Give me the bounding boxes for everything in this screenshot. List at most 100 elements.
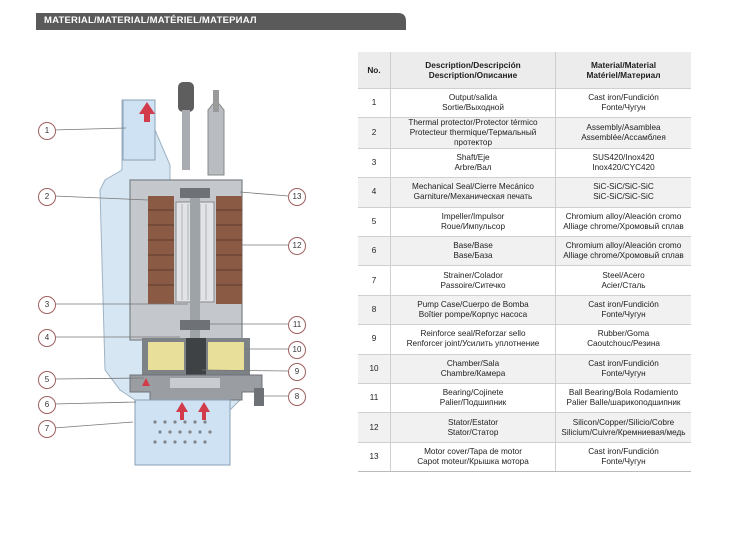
row-material-line-2: Fonte/Чугун: [601, 102, 646, 112]
header-description-line-2: Description/Описание: [428, 69, 518, 80]
row-description-line-1: Reinforce seal/Reforzar sello: [420, 329, 526, 339]
row-description-line-2: Roue/Импульсор: [440, 221, 506, 231]
row-description-line-1: Impeller/Impulsor: [441, 211, 505, 221]
pump-illustration: [53, 82, 289, 466]
material-table: No. Description/Descripción Description/…: [358, 52, 691, 473]
row-number: 11: [358, 383, 391, 414]
callout-8: 8: [288, 388, 306, 406]
row-material-line-1: Cast iron/Fundición: [588, 358, 659, 368]
row-number: 13: [358, 442, 391, 473]
header-material-line-1: Material/Material: [590, 59, 657, 70]
row-material-line-1: Assembly/Asamblea: [586, 122, 661, 132]
callout-12: 12: [288, 237, 306, 255]
row-material-line-2: Acier/Сталь: [601, 280, 646, 290]
row-description-line-2: Passoire/Ситечко: [440, 280, 506, 290]
row-number: 7: [358, 265, 391, 296]
row-material-line-2: SiC-SiC/SiC-SiC: [593, 192, 654, 202]
row-material-line-2: Caoutchouc/Резина: [587, 339, 660, 349]
callout-4: 4: [38, 329, 56, 347]
row-description-line-2: Chambre/Камера: [440, 368, 506, 378]
row-material-line-1: Chromium alloy/Aleación cromo: [565, 211, 682, 221]
row-material-line-2: Fonte/Чугун: [601, 310, 646, 320]
callout-5: 5: [38, 371, 56, 389]
header-description-line-1: Description/Descripción: [425, 59, 521, 70]
header-description: Description/Descripción Description/Опис…: [390, 52, 556, 89]
row-number: 9: [358, 324, 391, 355]
row-material-line-2: Palier Balle/шарикоподшипник: [566, 398, 681, 408]
row-description-line-2: Sortie/Выходной: [442, 102, 504, 112]
row-description-line-1: Bearing/Cojinete: [442, 388, 504, 398]
callout-1: 1: [38, 122, 56, 140]
row-description-line-1: Mechanical Seal/Cierre Mecánico: [412, 182, 534, 192]
row-description-line-1: Thermal protector/Protector térmico: [408, 117, 538, 127]
row-description-line-1: Stator/Estator: [447, 417, 499, 427]
pump-cross-section-diagram: 1 2 3 4 5 6 7 8 9 10 11 12 13: [30, 70, 320, 470]
callout-9: 9: [288, 363, 306, 381]
row-description-line-1: Output/salida: [448, 92, 498, 102]
row-number: 10: [358, 354, 391, 385]
row-description-line-2: Stator/Статор: [447, 427, 499, 437]
row-description-line-1: Shaft/Eje: [456, 153, 490, 163]
callout-3: 3: [38, 296, 56, 314]
row-material-line-1: Chromium alloy/Aleación cromo: [565, 241, 682, 251]
row-description-line-1: Chamber/Sala: [446, 358, 500, 368]
row-number: 12: [358, 412, 391, 443]
row-number: 3: [358, 148, 391, 179]
callout-6: 6: [38, 396, 56, 414]
row-material-line-1: SiC-SiC/SiC-SiC: [593, 182, 654, 192]
row-number: 1: [358, 88, 391, 118]
row-material-line-1: Cast iron/Fundición: [588, 300, 659, 310]
callout-2: 2: [38, 188, 56, 206]
row-number: 6: [358, 236, 391, 267]
row-description-line-1: Motor cover/Tapa de motor: [424, 446, 522, 456]
banner-shape: [36, 13, 406, 30]
header-no: No.: [358, 52, 391, 89]
row-description-line-2: Boîtier pompe/Корпус насоса: [418, 310, 528, 320]
row-description-line-1: Base/Base: [453, 241, 493, 251]
callout-7: 7: [38, 420, 56, 438]
row-number: 8: [358, 295, 391, 326]
table-header-row: No. Description/Descripción Description/…: [358, 52, 691, 89]
row-description-line-1: Pump Case/Cuerpo de Bomba: [417, 300, 529, 310]
row-material-line-2: Silicium/Cuivre/Кремниевая/медь: [561, 427, 686, 437]
row-description-line-1: Strainer/Colador: [443, 270, 503, 280]
header-material: Material/Material Matériel/Материал: [555, 52, 691, 89]
banner-title: MATERIAL/MATERIAL/MATÉRIEL/МАТЕРИАЛ: [44, 15, 257, 26]
row-material-line-1: SUS420/Inox420: [592, 153, 655, 163]
row-material-line-1: Steel/Acero: [602, 270, 645, 280]
row-material-line-2: Fonte/Чугун: [601, 456, 646, 466]
section-banner: MATERIAL/MATERIAL/MATÉRIEL/МАТЕРИАЛ: [36, 13, 406, 30]
row-material-line-2: Alliage chrome/Хромовый сплав: [563, 221, 684, 231]
header-material-line-2: Matériel/Материал: [586, 69, 661, 80]
row-description-line-2: Garniture/Механическая печать: [413, 192, 533, 202]
